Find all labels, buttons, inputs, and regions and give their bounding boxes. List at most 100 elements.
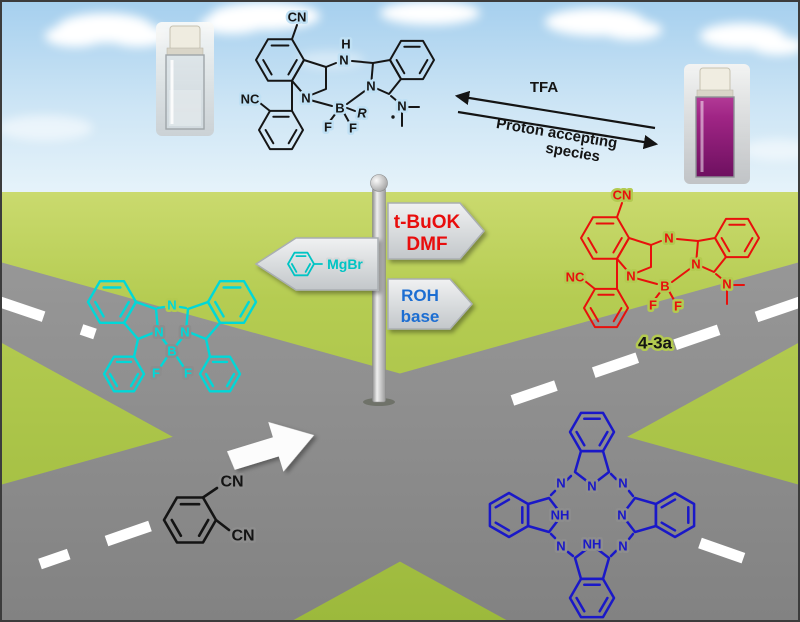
molecule-phthalonitrile: CN CN (162, 471, 257, 547)
atom-label-n: N (366, 79, 375, 94)
atom-label-n: N (722, 277, 731, 292)
atom-label-f: F (674, 299, 682, 314)
sign-phmgbr: MgBr (254, 237, 379, 291)
sign-tbuok-line2: DMF (406, 234, 447, 255)
atom-label-n: N (618, 539, 627, 554)
atom-label-f: F (349, 121, 357, 136)
cuvette-photo-purple (684, 64, 750, 184)
phenyl-ring (198, 355, 242, 393)
bond (627, 532, 635, 541)
atom-label-cn: CN (231, 528, 254, 545)
pyrrole-ring (291, 59, 327, 98)
bond (668, 290, 675, 301)
bond (291, 24, 298, 41)
atom-label-b: B (335, 101, 344, 116)
arrow-to-left (454, 90, 656, 130)
atom-label-b: B (660, 279, 669, 294)
bond (671, 267, 692, 283)
bond (309, 99, 333, 107)
atom-label-cn: CN (220, 474, 243, 491)
atom-label-n: N (587, 479, 596, 494)
atom-label-n: N (301, 91, 310, 106)
pyrrole-ring (122, 300, 160, 341)
bond (329, 112, 337, 122)
atom-label-cn: CN (613, 188, 632, 203)
bond (609, 549, 618, 558)
pole (372, 187, 386, 403)
bond (549, 489, 557, 497)
radical-dot (391, 115, 395, 119)
atom-label-nh: NH (551, 508, 570, 523)
molecule-red-product: CN NC N N N B F F N 4-3a (563, 185, 760, 355)
atom-label-n: N (664, 231, 673, 246)
pole-finial-ball (370, 174, 388, 192)
bond (565, 474, 573, 482)
bond (609, 472, 618, 481)
atom-label-nh: NH (583, 537, 602, 552)
atom-label-n: N (154, 325, 163, 340)
bond (676, 238, 699, 242)
bond (715, 273, 723, 280)
sign-tbuok-dmf: t-BuOK DMF (387, 202, 485, 260)
cuvette-photo-colorless (156, 22, 214, 136)
phenyl-ring (287, 251, 315, 277)
atom-label-n: N (626, 269, 635, 284)
atom-label-cn: CN (288, 10, 307, 25)
atom-label-h: H (341, 37, 350, 52)
pyrrole-ring (184, 300, 222, 341)
sign-tbuok-line1: t-BuOK (394, 212, 461, 233)
pyrrole-ring (526, 496, 564, 534)
bond (351, 60, 374, 64)
bond (549, 532, 557, 540)
bond (156, 305, 166, 310)
cuvette-collar (166, 47, 204, 56)
tfa-label: TFA (530, 79, 558, 96)
bond (174, 336, 184, 348)
atom-label-f: F (184, 366, 192, 381)
bond (178, 305, 188, 310)
atom-label-n: N (556, 539, 565, 554)
cuvette-collar (696, 89, 734, 98)
bond (627, 489, 635, 498)
bond (654, 290, 662, 300)
bond (132, 337, 140, 358)
bond (201, 486, 219, 499)
cuvette-cap (699, 67, 731, 93)
atom-label-n: N (556, 476, 565, 491)
bond (650, 240, 662, 246)
atom-label-n: N (180, 325, 189, 340)
sign-plate-right (387, 202, 485, 260)
molecule-blue-phthalocyanine: N N NH NH N N N N (488, 411, 696, 619)
atom-label-n: N (339, 53, 348, 68)
clouds (0, 1, 800, 161)
road-centerline-dashes (0, 296, 800, 577)
atom-label-f: F (649, 298, 657, 313)
bond (346, 107, 356, 112)
atom-label-nc: NC (241, 92, 260, 107)
atom-label-r: R (357, 106, 367, 121)
road-direction-arrow (226, 421, 315, 472)
atom-label-n: N (397, 99, 406, 114)
atom-label-n: N (617, 508, 626, 523)
sign-roh-line1: ROH (401, 286, 439, 305)
pyrrole-ring (573, 543, 611, 581)
bond (566, 550, 575, 558)
phenyl-mgbr-reagent: MgBr (287, 251, 365, 277)
atom-label-b: B (167, 344, 176, 359)
bond (325, 62, 337, 68)
atom-label-n: N (167, 298, 176, 313)
bond (390, 95, 398, 102)
bond (616, 202, 623, 219)
colorless-liquid (169, 90, 201, 126)
sign-roh-line2: base (401, 307, 440, 326)
mgbr-label: MgBr (327, 256, 363, 272)
atom-label-f: F (152, 366, 160, 381)
sign-plate-right (387, 278, 473, 330)
bond (175, 355, 185, 368)
pyrrole-ring (620, 496, 658, 534)
molecule-black-protonated-form: CN NC H N N N B F F R N (238, 7, 435, 151)
sign-roh-base: ROH base (387, 278, 473, 330)
pyrrole-ring (370, 59, 402, 95)
bond (346, 89, 367, 105)
